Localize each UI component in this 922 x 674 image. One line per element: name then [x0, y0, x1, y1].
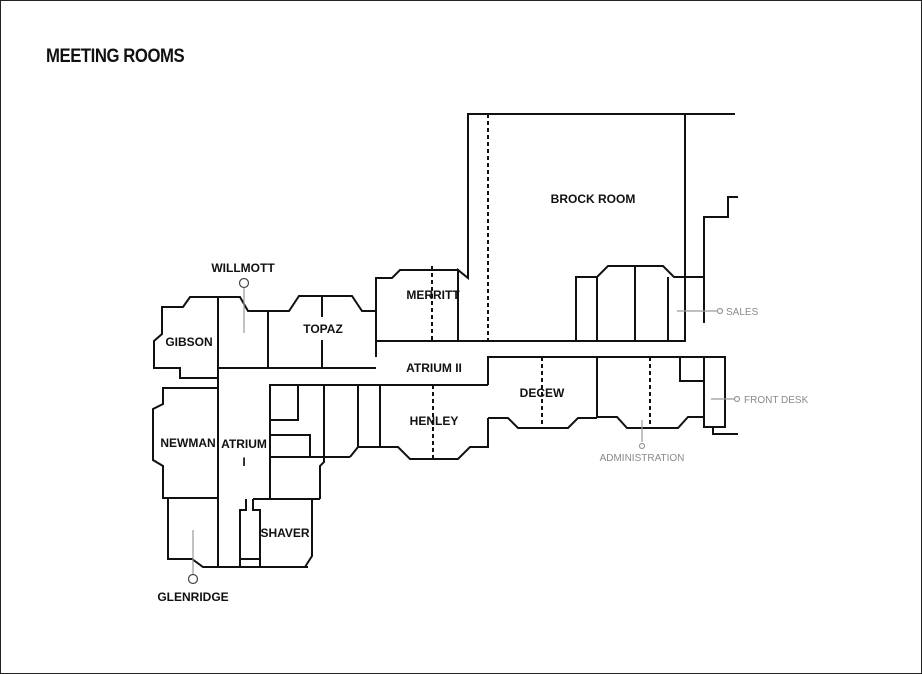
room-administration[interactable]: ADMINISTRATION — [597, 357, 704, 464]
room-decew[interactable]: DECEW — [487, 356, 725, 429]
room-label-atrium-i-numeral: I — [242, 455, 245, 469]
room-label-brock: BROCK ROOM — [551, 192, 636, 206]
room-label-atrium-i: ATRIUM — [221, 437, 267, 451]
room-willmott[interactable]: WILLMOTT — [211, 261, 275, 333]
stair-wall — [703, 196, 738, 323]
room-topaz[interactable]: TOPAZ — [217, 295, 376, 369]
room-label-newman: NEWMAN — [160, 436, 215, 450]
room-henley[interactable]: HENLEY — [379, 384, 489, 460]
room-label-decew: DECEW — [520, 386, 565, 400]
room-newman[interactable]: NEWMAN — [152, 387, 218, 499]
callout-sales: SALES — [726, 307, 759, 318]
page-title: MEETING ROOMS — [46, 46, 185, 67]
room-label-merritt: MERRITT — [406, 288, 460, 302]
room-glenridge[interactable]: GLENRIDGE — [157, 498, 308, 604]
room-label-topaz: TOPAZ — [303, 322, 343, 336]
room-brock[interactable]: BROCK ROOM — [457, 113, 735, 342]
room-gibson[interactable]: GIBSON — [153, 296, 218, 379]
room-label-henley: HENLEY — [410, 414, 459, 428]
room-label-shaver: SHAVER — [260, 526, 309, 540]
room-label-atrium-ii: ATRIUM II — [406, 361, 462, 375]
callout-glenridge: GLENRIDGE — [157, 590, 228, 604]
room-merritt[interactable]: MERRITT — [375, 266, 460, 357]
room-shaver[interactable]: SHAVER — [239, 498, 313, 568]
callout-administration: ADMINISTRATION — [600, 453, 685, 464]
room-front-desk[interactable]: FRONT DESK — [703, 356, 809, 435]
room-label-gibson: GIBSON — [165, 335, 212, 349]
callout-front-desk: FRONT DESK — [744, 395, 809, 406]
room-sales[interactable]: SALES — [575, 265, 759, 342]
room-atrium-i[interactable]: ATRIUM I — [217, 368, 267, 567]
small-rooms-block — [269, 384, 380, 500]
callout-willmott: WILLMOTT — [211, 261, 275, 275]
